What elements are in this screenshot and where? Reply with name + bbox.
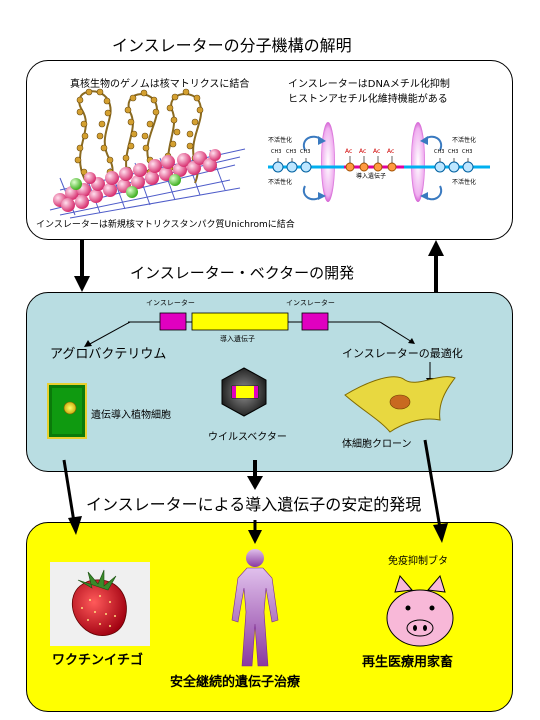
insulator-label-right: インスレーター: [286, 299, 335, 307]
regenerative-livestock-label: 再生医療用家畜: [362, 655, 454, 670]
plant-cell-illustration: [47, 383, 87, 439]
agrobacterium-label: アグロバクテリウム: [50, 347, 167, 362]
acetyl-label: Ac: [359, 148, 367, 155]
insulator-function-caption-2: ヒストンアセチル化維持機能がある: [288, 94, 448, 105]
somatic-clone-label: 体細胞クローン: [342, 439, 412, 450]
top-section-title: インスレーターの分子機構の解明: [112, 36, 352, 55]
plant-cell-label: 遺伝導入植物細胞: [91, 410, 171, 421]
methyl-label: CH3: [462, 149, 473, 155]
vaccine-strawberry-label: ワクチンイチゴ: [52, 653, 144, 668]
top-panel: [26, 60, 513, 240]
transgene-box: [191, 312, 289, 331]
vector-construct: [128, 312, 380, 331]
methyl-label: CH3: [286, 149, 297, 155]
insulator-left-ellipse: [321, 122, 335, 202]
somatic-cell-illustration: [344, 376, 456, 433]
acetyl-label: Ac: [345, 148, 353, 155]
insulator-function-caption-1: インスレーターはDNAメチル化抑制: [288, 79, 450, 90]
methyl-label: CH3: [271, 149, 282, 155]
unichrom-caption: インスレーターは新規核マトリクスタンパク質Unichromに結合: [36, 220, 295, 230]
flow-arrows: [62, 240, 448, 544]
middle-section-title: インスレーター・ベクターの開発: [130, 264, 355, 282]
nuclear-matrix-illustration: [49, 88, 246, 219]
immunosuppressed-pig-label: 免疫抑制ブタ: [388, 556, 448, 567]
insulator-optimization-label: インスレーターの最適化: [342, 347, 463, 360]
genome-matrix-caption: 真核生物のゲノムは核マトリクスに結合: [70, 79, 250, 90]
insulator-right-ellipse: [411, 122, 425, 202]
pig-illustration: [386, 574, 454, 647]
methyl-label: CH3: [434, 149, 445, 155]
transgene-label-middle: 導入遺伝子: [220, 335, 255, 343]
human-figure-illustration: [231, 549, 279, 667]
methyl-label: CH3: [300, 149, 311, 155]
inactivation-label-bottom-right: 不活性化: [452, 179, 477, 186]
inactivation-label-top-right: 不活性化: [452, 137, 477, 144]
methyl-label: CH3: [448, 149, 459, 155]
strawberry-illustration: [50, 562, 150, 646]
virus-vector-illustration: [221, 367, 267, 417]
virus-vector-label: ウイルスベクター: [208, 432, 287, 443]
inactivation-label-top-left: 不活性化: [268, 137, 293, 144]
insulator-box-right: [301, 312, 329, 331]
matrix-protein-spheres: [53, 149, 221, 212]
bottom-section-title: インスレーターによる導入遺伝子の安定的発現: [86, 495, 422, 514]
insulator-label-left: インスレーター: [146, 299, 195, 307]
acetyl-label: Ac: [387, 148, 395, 155]
inactivation-label-bottom-left: 不活性化: [268, 179, 293, 186]
gene-therapy-label: 安全継続的遺伝子治療: [170, 675, 301, 690]
acetyl-label: Ac: [373, 148, 381, 155]
insulator-schematic: [268, 122, 490, 202]
transgene-label-top: 導入遺伝子: [356, 173, 387, 180]
insulator-box-left: [159, 312, 187, 331]
